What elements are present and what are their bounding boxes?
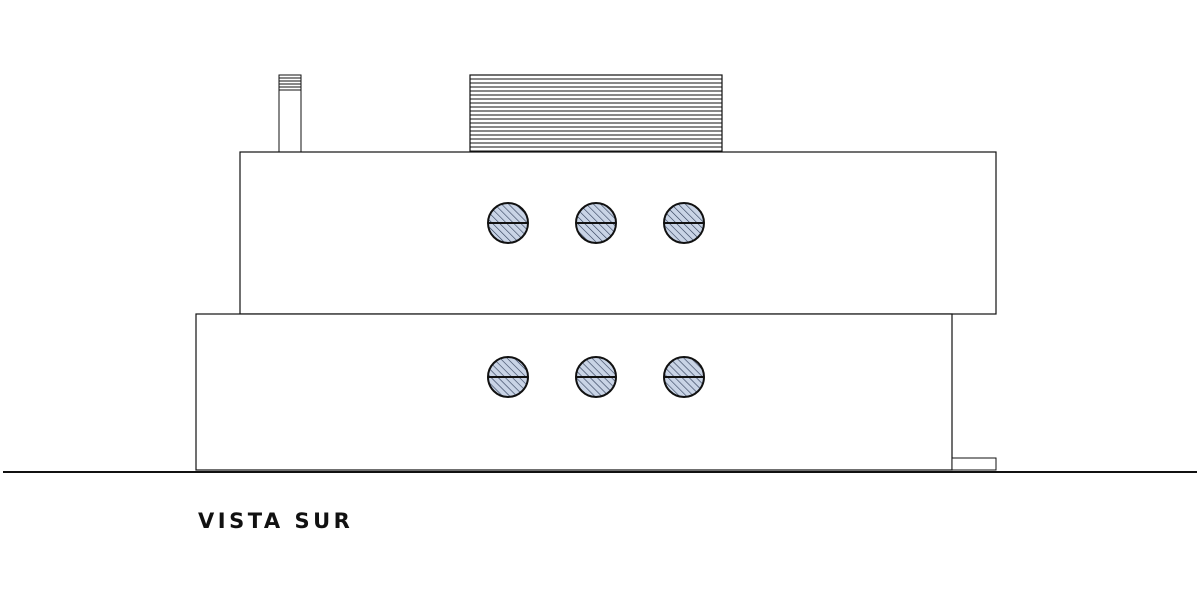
porthole-window xyxy=(575,202,617,244)
porthole-window xyxy=(663,202,705,244)
upper-floor-volume xyxy=(239,151,997,315)
rooftop-louvered-unit xyxy=(469,74,723,154)
entry-step xyxy=(951,457,997,471)
porthole-window xyxy=(663,356,705,398)
lower-window-row xyxy=(487,356,705,398)
chimney-vent xyxy=(278,74,302,154)
porthole-window xyxy=(487,356,529,398)
porthole-window xyxy=(487,202,529,244)
lower-floor-volume xyxy=(195,313,953,471)
upper-window-row xyxy=(487,202,705,244)
porthole-window xyxy=(575,356,617,398)
view-title: VISTA SUR xyxy=(198,509,354,533)
